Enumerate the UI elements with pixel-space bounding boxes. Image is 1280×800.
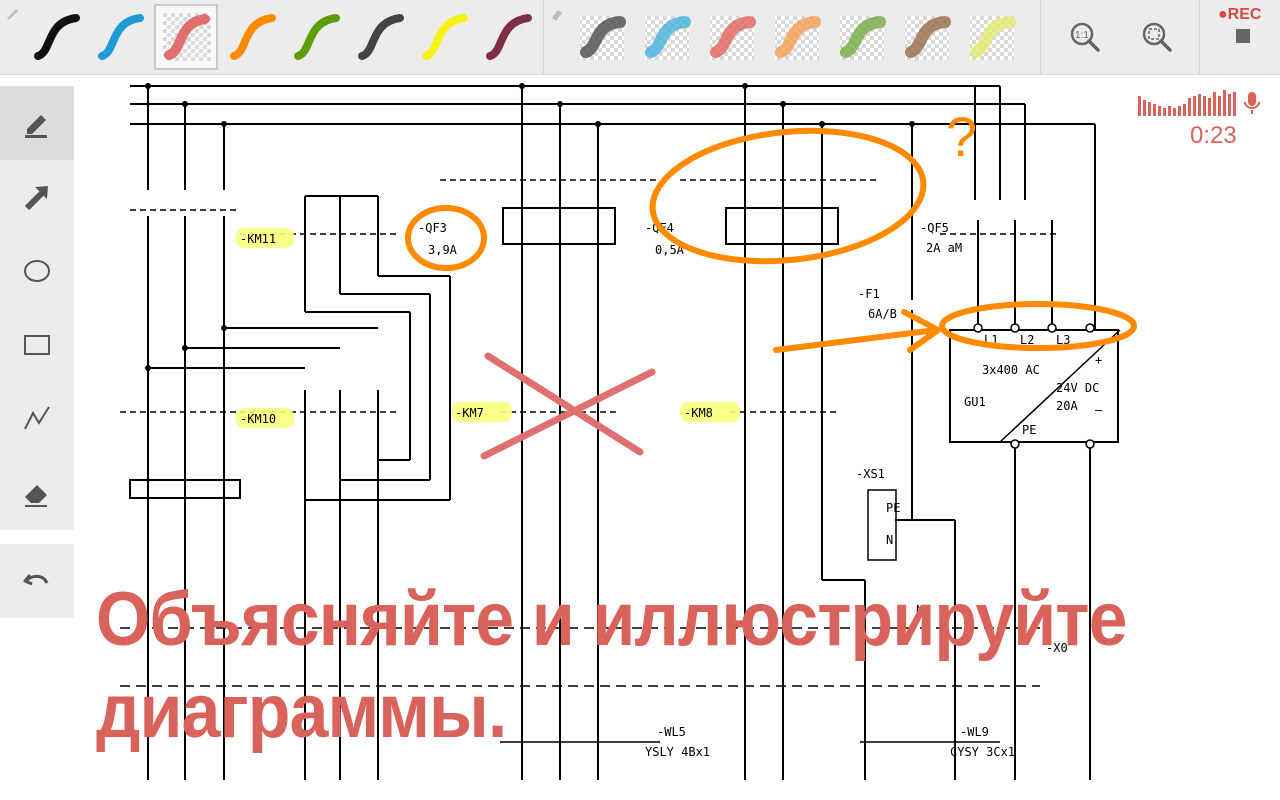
- ellipse-icon: [24, 260, 50, 282]
- orange-circle-qf3: [405, 205, 487, 271]
- label-n: N: [916, 603, 923, 617]
- pen-color-green[interactable]: [284, 0, 348, 74]
- color-toolbar: 1:1 ●REC: [0, 0, 1280, 75]
- pen-color-maroon[interactable]: [476, 0, 540, 74]
- label-l3: L3: [1056, 333, 1070, 347]
- rectangle-icon: [24, 335, 50, 355]
- pen-color-blue[interactable]: [88, 0, 152, 74]
- marker-color-green[interactable]: [828, 0, 892, 74]
- caption-line-1: Объясняйте и иллюстрируйте: [96, 577, 1128, 662]
- highlighter-icon: [546, 0, 566, 74]
- label-wl5-cable: YSLY 4Bx1: [645, 745, 710, 759]
- orange-arrow: [773, 327, 939, 353]
- label-pe: PE: [1022, 423, 1036, 437]
- label-qf4-rating: 0,5A: [655, 243, 685, 257]
- caption-line-2: диаграммы.: [96, 669, 507, 754]
- audio-level-meter: [1138, 90, 1236, 116]
- label-wl5: -WL5: [657, 725, 686, 739]
- marker-color-brown[interactable]: [893, 0, 957, 74]
- marker-color-red[interactable]: [698, 0, 762, 74]
- label-f1-rating: 6A/B: [868, 307, 897, 321]
- label-xs1: -XS1: [856, 467, 885, 481]
- record-button[interactable]: ●REC: [1200, 0, 1280, 74]
- label-qf5: -QF5: [920, 221, 949, 235]
- label-plus: +: [1095, 353, 1102, 367]
- label-gu1-current: 20A: [1056, 399, 1078, 413]
- label-wl9: -WL9: [960, 725, 989, 739]
- zoom-fit-icon: [1142, 22, 1172, 52]
- eraser-tool-button[interactable]: [0, 456, 74, 530]
- label-gu1-input: 3x400 AC: [982, 363, 1040, 377]
- label-gu1: GU1: [964, 395, 986, 409]
- arrow-tool-button[interactable]: [0, 160, 74, 234]
- label-f1: -F1: [858, 287, 880, 301]
- pen-color-yellow[interactable]: [412, 0, 476, 74]
- recording-timer: 0:23: [1190, 122, 1237, 149]
- undo-icon: [23, 574, 49, 586]
- label-gu1-output: 24V DC: [1056, 381, 1099, 395]
- pencil-icon: [25, 115, 47, 138]
- label-minus: –: [1095, 403, 1103, 417]
- pen-color-orange[interactable]: [220, 0, 284, 74]
- electrical-schematic: -KM11 -KM10 -KM7 -KM8 -QF3 3,9A -QF4 0,5…: [120, 83, 1260, 780]
- marker-color-blue[interactable]: [633, 0, 697, 74]
- marker-color-gray[interactable]: [568, 0, 632, 74]
- label-wl9-cable: CYSY 3Cx1: [950, 745, 1015, 759]
- label-km11: -KM11: [240, 232, 276, 246]
- label-qf3-rating: 3,9A: [428, 243, 458, 257]
- svg-text:1:1: 1:1: [1075, 30, 1089, 41]
- label-km10: -KM10: [240, 412, 276, 426]
- orange-circle-qf4: [649, 127, 927, 265]
- arrow-icon: [24, 186, 48, 211]
- rectangle-tool-button[interactable]: [0, 308, 74, 382]
- question-mark-annotation: ?: [946, 105, 977, 168]
- label-xs1-n: N: [886, 533, 893, 547]
- eraser-icon: [25, 485, 47, 507]
- zoom-1to1-button[interactable]: 1:1: [1056, 0, 1116, 74]
- label-km8: -KM8: [684, 406, 713, 420]
- label-qf3: -QF3: [418, 221, 447, 235]
- zoom-1to1-icon: 1:1: [1070, 22, 1100, 52]
- pen-color-red-selected[interactable]: [154, 4, 218, 70]
- red-cross-annotation: [480, 352, 656, 460]
- label-l2: L2: [1020, 333, 1034, 347]
- label-x0: -X0: [1046, 641, 1068, 655]
- label-qf5-rating: 2A aM: [926, 241, 962, 255]
- marker-color-orange[interactable]: [763, 0, 827, 74]
- polyline-icon: [24, 406, 50, 430]
- zoom-fit-button[interactable]: [1126, 0, 1186, 74]
- pen-color-gray[interactable]: [348, 0, 412, 74]
- pencil-tool-button[interactable]: [0, 86, 74, 160]
- label-xs1-pe: PE: [886, 501, 900, 515]
- ellipse-tool-button[interactable]: [0, 234, 74, 308]
- marker-color-yellow[interactable]: [958, 0, 1022, 74]
- polyline-tool-button[interactable]: [0, 382, 74, 456]
- rec-label: ●REC: [1218, 6, 1262, 23]
- pen-color-black[interactable]: [24, 0, 88, 74]
- microphone-icon: [1244, 92, 1260, 114]
- orange-circle-gu1-input: [939, 301, 1137, 351]
- label-km7: -KM7: [455, 406, 484, 420]
- undo-button[interactable]: [0, 544, 74, 618]
- pencil-icon: [0, 0, 22, 74]
- stop-icon: [1236, 29, 1250, 43]
